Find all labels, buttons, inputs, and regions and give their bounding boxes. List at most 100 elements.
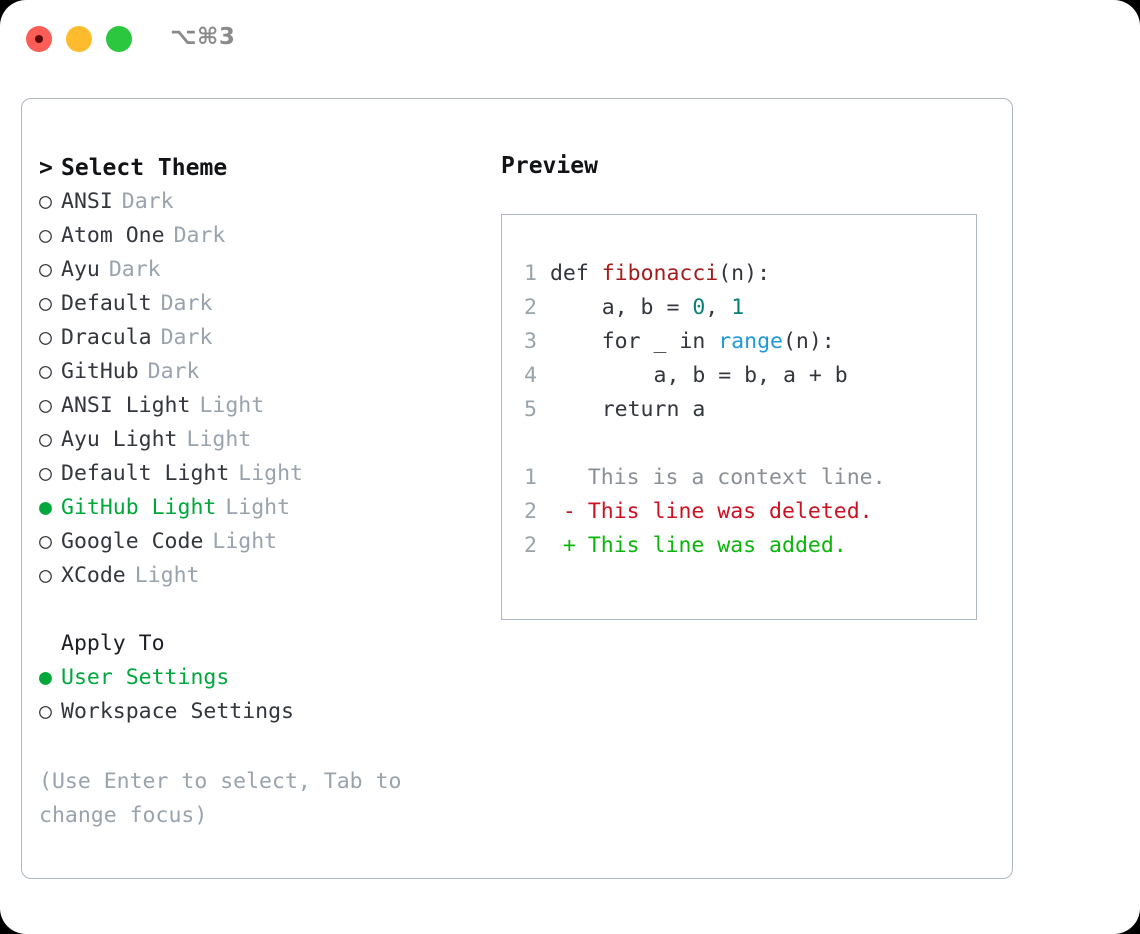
theme-category-label: Dark	[173, 223, 226, 248]
theme-category-label: Light	[212, 529, 278, 554]
theme-option-label: GitHub	[61, 359, 139, 384]
close-button[interactable]	[26, 26, 52, 52]
theme-category-label: Light	[238, 461, 304, 486]
diff-line-ctx: 1 This is a context line.	[515, 461, 886, 495]
theme-category-label: Light	[225, 495, 291, 520]
shortcut-label: ⌥⌘3	[170, 24, 236, 50]
radio-unselected-icon: ○	[39, 325, 52, 350]
code-token: a, b =	[549, 295, 693, 320]
theme-category-label: Dark	[147, 359, 200, 384]
diff-line-number: 2	[524, 499, 537, 524]
spacer	[39, 593, 479, 627]
apply-to-group[interactable]: ○Apply To●User Settings○Workspace Settin…	[39, 593, 479, 729]
title-bar: ⌥⌘3	[0, 0, 1140, 78]
code-token: 0	[692, 295, 706, 320]
code-token: for _ in	[549, 329, 719, 354]
blank-marker: ○	[39, 627, 61, 661]
theme-option-default[interactable]: ○ Default Dark	[39, 287, 479, 321]
diff-line-del: 2 - This line was deleted.	[515, 495, 886, 529]
theme-category-label: Dark	[121, 189, 174, 214]
close-icon	[35, 35, 43, 43]
theme-option-label: Google Code	[61, 529, 204, 554]
radio-unselected-icon: ○	[39, 291, 52, 316]
theme-option-label: GitHub Light	[61, 495, 217, 520]
radio-selected-icon: ●	[39, 495, 52, 520]
code-line: 4 a, b = b, a + b	[515, 359, 886, 393]
caret-right-icon: >	[39, 155, 53, 181]
theme-category-label: Dark	[160, 325, 213, 350]
radio-unselected-icon: ○	[39, 223, 52, 248]
preview-title: Preview	[501, 153, 598, 179]
apply-to-option-workspace-settings[interactable]: ○ Workspace Settings	[39, 695, 479, 729]
diff-line-number: 2	[524, 533, 537, 558]
code-line: 2 a, b = 0, 1	[515, 291, 886, 325]
code-token: ,	[705, 295, 732, 320]
code-gap	[515, 427, 886, 461]
code-line: 3 for _ in range(n):	[515, 325, 886, 359]
theme-category-label: Light	[186, 427, 252, 452]
theme-option-atom-one[interactable]: ○ Atom One Dark	[39, 219, 479, 253]
radio-unselected-icon: ○	[39, 427, 52, 452]
diff-line-text: This line was added.	[587, 533, 847, 558]
theme-option-label: ANSI	[61, 189, 113, 214]
apply-to-option-user-settings[interactable]: ●User Settings	[39, 661, 479, 695]
theme-option-github-light[interactable]: ● GitHub Light Light	[39, 491, 479, 525]
radio-unselected-icon: ○	[39, 461, 52, 486]
minimize-button[interactable]	[66, 26, 92, 52]
code-token: range	[718, 329, 783, 354]
code-line: 5 return a	[515, 393, 886, 427]
theme-list-title: Select Theme	[61, 155, 228, 181]
theme-option-label: Default	[61, 291, 152, 316]
radio-unselected-icon: ○	[39, 529, 52, 554]
radio-unselected-icon: ○	[39, 189, 52, 214]
theme-option-github[interactable]: ○ GitHub Dark	[39, 355, 479, 389]
radio-unselected-icon: ○	[39, 563, 52, 588]
apply-to-label: Apply To	[61, 631, 165, 656]
theme-category-label: Dark	[108, 257, 161, 282]
theme-category-label: Dark	[160, 291, 213, 316]
radio-unselected-icon: ○	[39, 359, 52, 384]
radio-unselected-icon: ○	[39, 393, 52, 418]
theme-option-label: ANSI Light	[61, 393, 191, 418]
diff-marker-icon	[563, 461, 575, 495]
code-token: fibonacci	[601, 261, 719, 286]
code-line-number: 2	[524, 295, 537, 320]
theme-option-google-code[interactable]: ○ Google Code Light	[39, 525, 479, 559]
code-token: (n):	[782, 329, 835, 354]
diff-marker-icon: -	[562, 499, 576, 524]
theme-option-label: Atom One	[61, 223, 165, 248]
diff-line-add: 2 + This line was added.	[515, 529, 886, 563]
theme-category-label: Light	[134, 563, 200, 588]
code-line-number: 4	[524, 363, 537, 388]
theme-option-label: Ayu	[61, 257, 100, 282]
diff-line-number: 1	[524, 465, 537, 490]
maximize-button[interactable]	[106, 26, 132, 52]
code-token: def	[549, 261, 602, 286]
theme-list-header: > Select Theme	[39, 151, 479, 185]
code-line-number: 3	[524, 329, 537, 354]
code-line-number: 5	[524, 397, 537, 422]
code-token: 1	[731, 295, 745, 320]
theme-option-ansi[interactable]: ○ ANSI Dark	[39, 185, 479, 219]
apply-to-option-label: Workspace Settings	[61, 699, 294, 724]
keyboard-hint: (Use Enter to select, Tab to change focu…	[39, 769, 402, 828]
preview-column: Preview 1 def fibonacci (n): 2 a, b = 0, 1…	[501, 151, 991, 620]
code-token: return a	[549, 397, 706, 422]
code-line-number: 1	[524, 261, 537, 286]
diff-marker-icon: +	[562, 533, 576, 558]
apply-to-heading: ○Apply To	[39, 627, 479, 661]
radio-unselected-icon: ○	[39, 699, 52, 724]
code-token: a, b = b, a + b	[549, 363, 848, 388]
radio-selected-icon: ●	[39, 665, 52, 690]
